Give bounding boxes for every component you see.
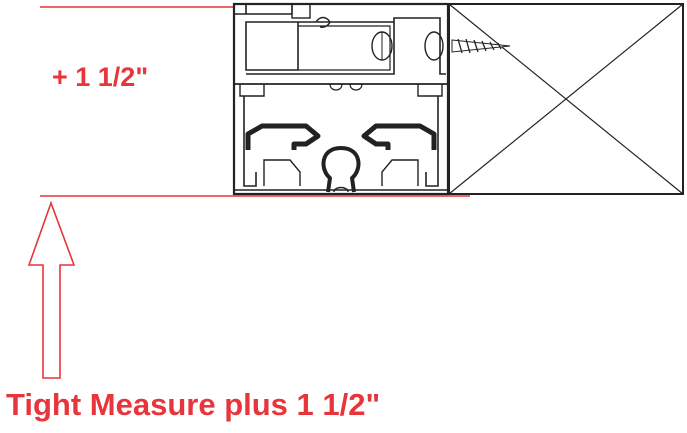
dimension-label: + 1 1/2": [52, 62, 149, 92]
header-box: [448, 3, 684, 195]
screw-icon: [451, 38, 511, 54]
extrusion-profile: [232, 2, 450, 196]
measurement-caption: Tight Measure plus 1 1/2": [6, 387, 381, 422]
up-arrow: [27, 200, 76, 379]
